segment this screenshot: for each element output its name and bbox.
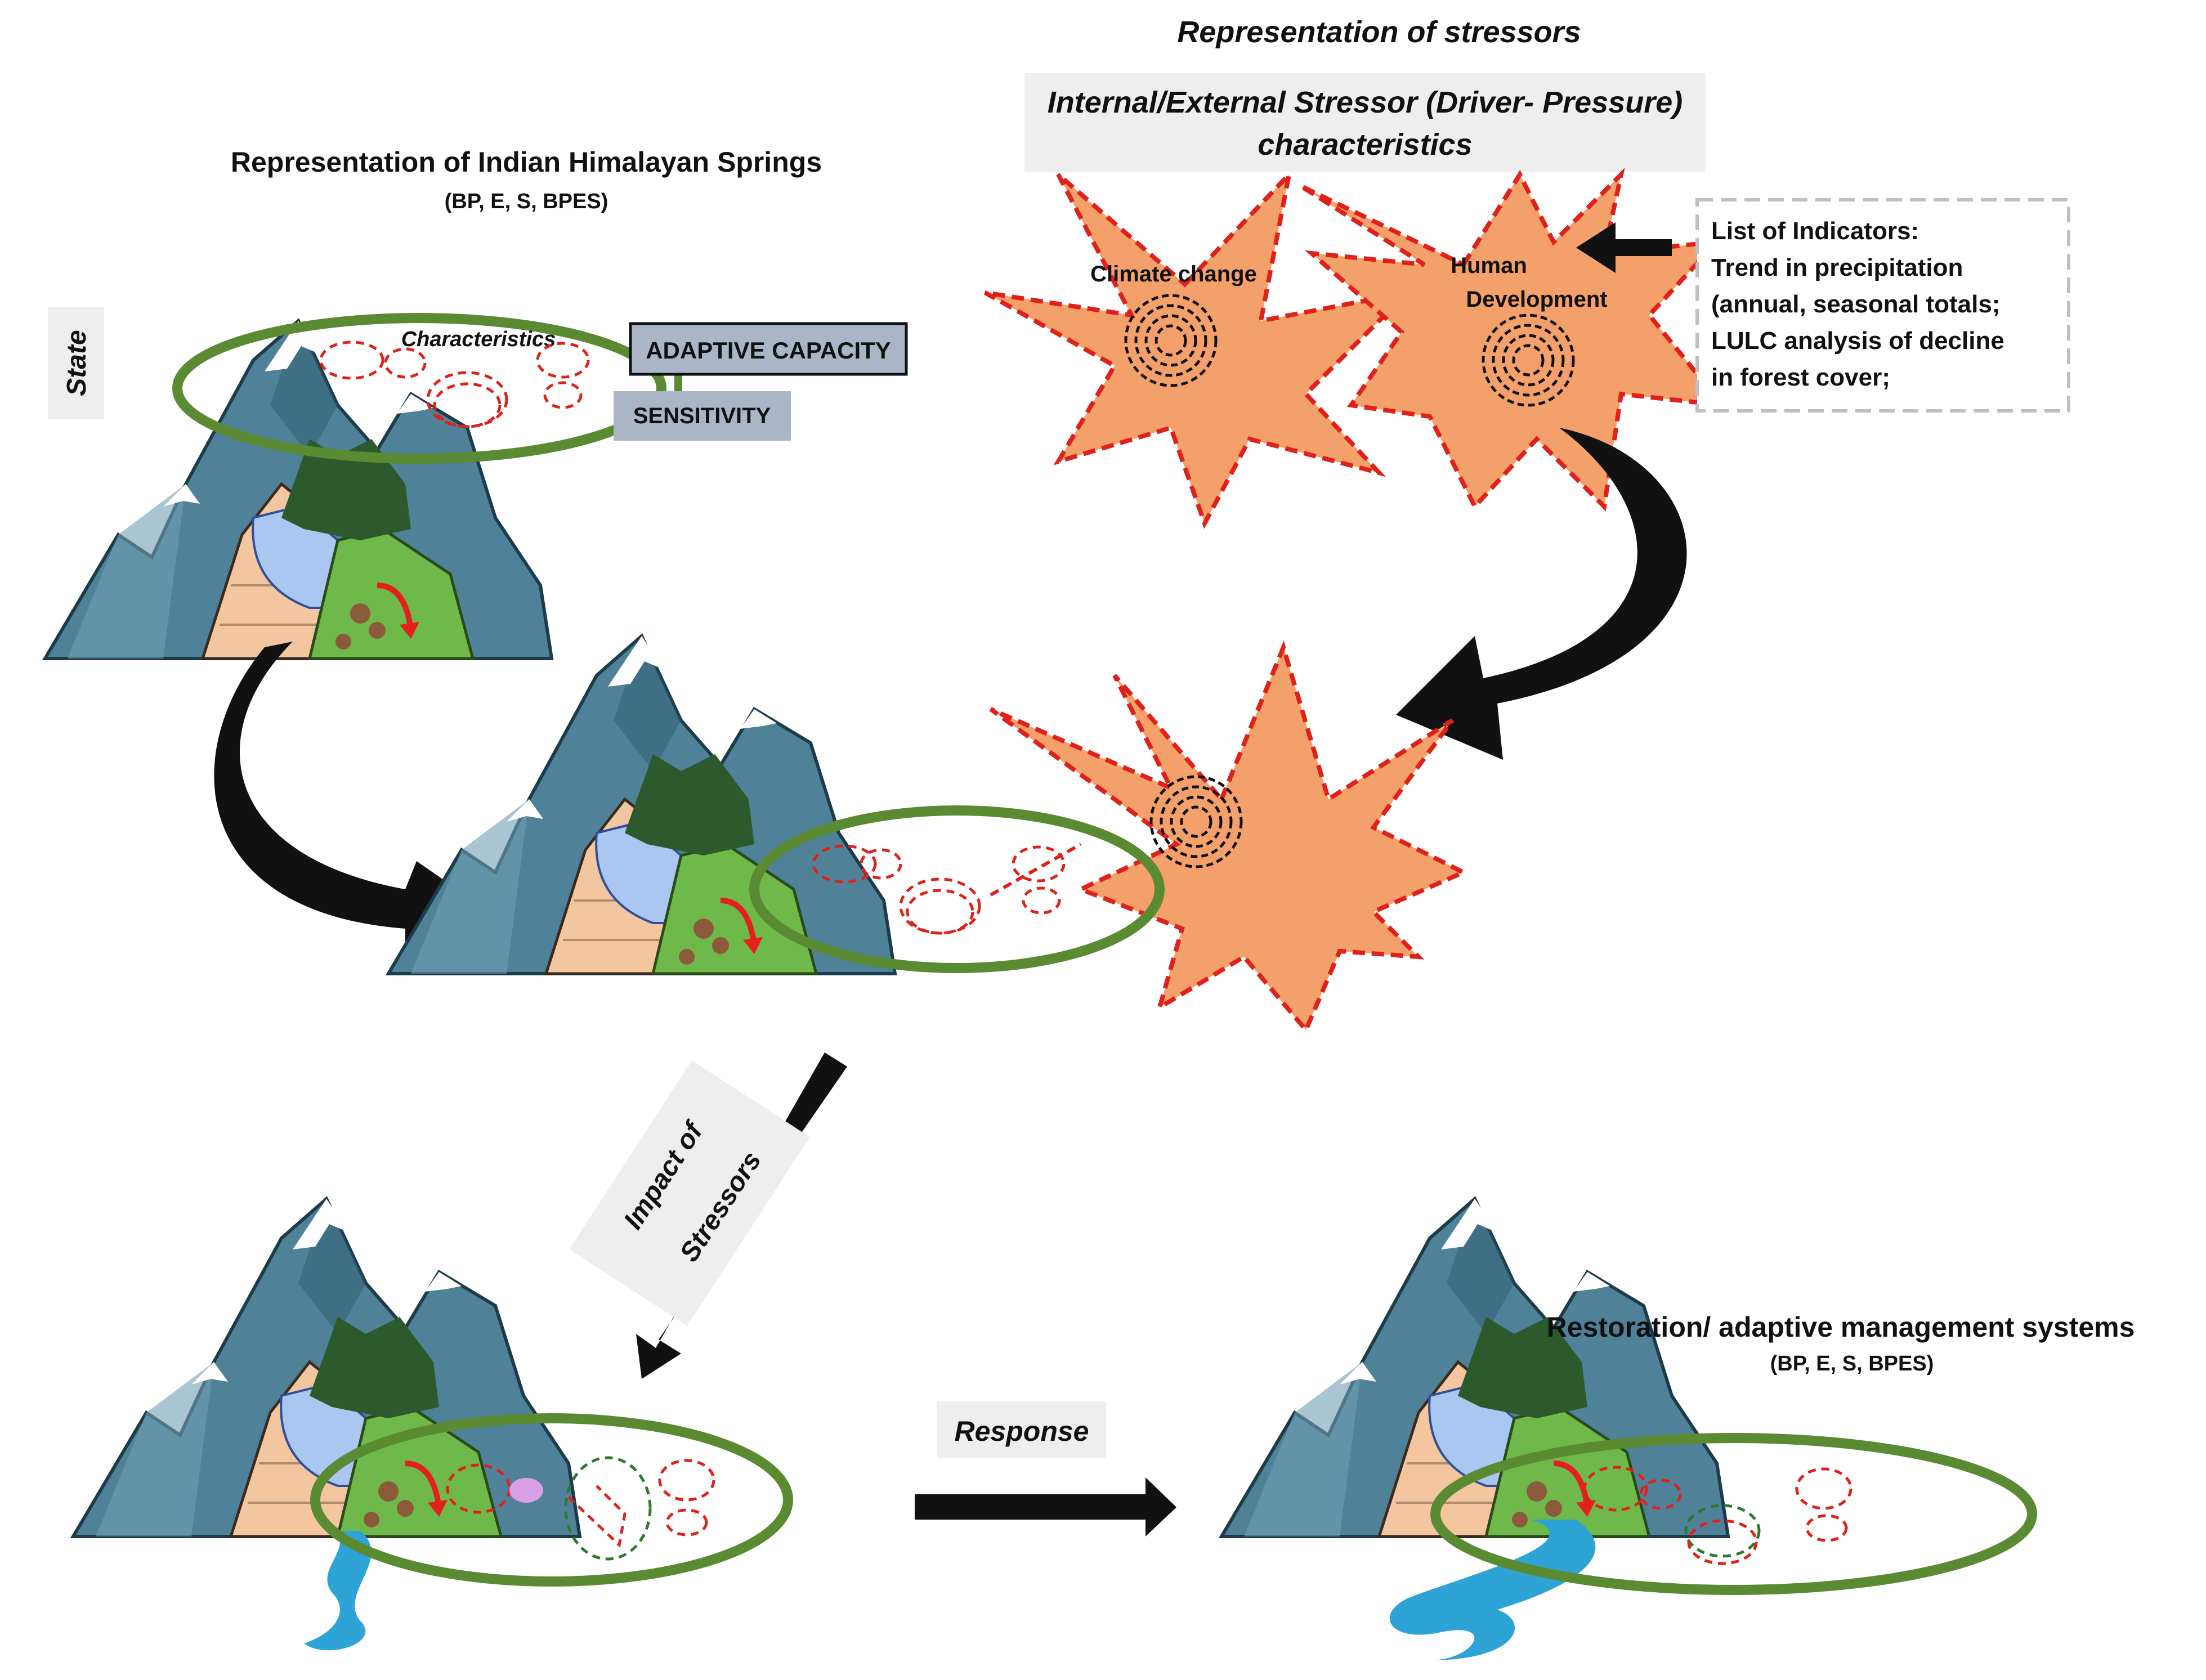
restored-dashed-circles — [1583, 1466, 1852, 1565]
middle-mountain-illustration — [388, 636, 895, 974]
indicator-line-4: LULC analysis of decline — [1711, 327, 2004, 355]
middle-connector-dashes — [990, 843, 1082, 897]
state-curved-arrow-icon — [214, 642, 490, 962]
indicator-line-2: Trend in precipitation — [1711, 254, 1963, 281]
middle-characteristics-ellipse — [749, 805, 1165, 973]
human-development-line2: Development — [1466, 287, 1607, 312]
state-label-box — [48, 307, 104, 419]
impacted-red-dashed-circles — [446, 1456, 715, 1561]
impacted-characteristics-ellipse — [310, 1413, 793, 1587]
climate-change-target-icon — [1124, 294, 1218, 387]
human-development-target-icon — [1482, 313, 1575, 407]
impacted-stream — [304, 1531, 372, 1651]
human-development-line1: Human — [1451, 253, 1527, 278]
impacted-mountain-illustration — [73, 1199, 580, 1536]
response-arrow-icon — [915, 1477, 1176, 1536]
indicator-line-3: (annual, seasonal totals; — [1711, 290, 2000, 318]
sensitivity-label: SENSITIVITY — [633, 404, 771, 428]
impact-target-icon — [1149, 775, 1243, 868]
impacted-purple-spot — [509, 1478, 543, 1503]
state-red-dashed-circles — [319, 341, 590, 428]
indicator-line-5: in forest cover; — [1711, 364, 1890, 391]
climate-change-star — [984, 167, 1415, 529]
springs-title: Representation of Indian Himalayan Sprin… — [231, 146, 822, 178]
middle-red-dashed-circles — [812, 844, 1066, 935]
indicators-arrow-icon — [1576, 222, 1672, 273]
springs-subtitle: (BP, E, S, BPES) — [445, 190, 608, 213]
restored-river — [1389, 1520, 1596, 1660]
impact-label-group: Impact of Stressors — [569, 1060, 810, 1326]
restoration-title: Restoration/ adaptive management systems — [1547, 1311, 2135, 1343]
adaptive-capacity-box — [629, 322, 908, 376]
indicators-box — [1695, 198, 2070, 413]
state-mountain-illustration — [45, 321, 552, 658]
restoration-subtitle: (BP, E, S, BPES) — [1770, 1352, 1934, 1376]
state-characteristics-ellipse — [172, 313, 666, 464]
indicator-line-1: List of Indicators: — [1711, 217, 1919, 245]
stressor-curved-arrow-icon — [1396, 428, 1687, 760]
sensitivity-box — [614, 391, 791, 441]
restored-characteristics-ellipse — [1430, 1433, 2037, 1595]
stressor-title-box — [1024, 73, 1706, 172]
state-label: State — [62, 330, 92, 396]
characteristics-label: Characteristics — [401, 328, 556, 351]
stressor-box-line1: Internal/External Stressor (Driver- Pres… — [1048, 86, 1683, 119]
response-label-box — [937, 1401, 1106, 1458]
response-label: Response — [955, 1415, 1089, 1447]
stressors-title: Representation of stressors — [1177, 15, 1581, 49]
climate-change-label: Climate change — [1090, 262, 1257, 286]
restored-mountain-illustration — [1221, 1199, 1728, 1536]
adaptive-capacity-label: ADAPTIVE CAPACITY — [646, 337, 891, 364]
stressor-box-line2: characteristics — [1258, 128, 1472, 162]
indicators-text: List of Indicators: Trend in precipitati… — [1711, 217, 2004, 391]
